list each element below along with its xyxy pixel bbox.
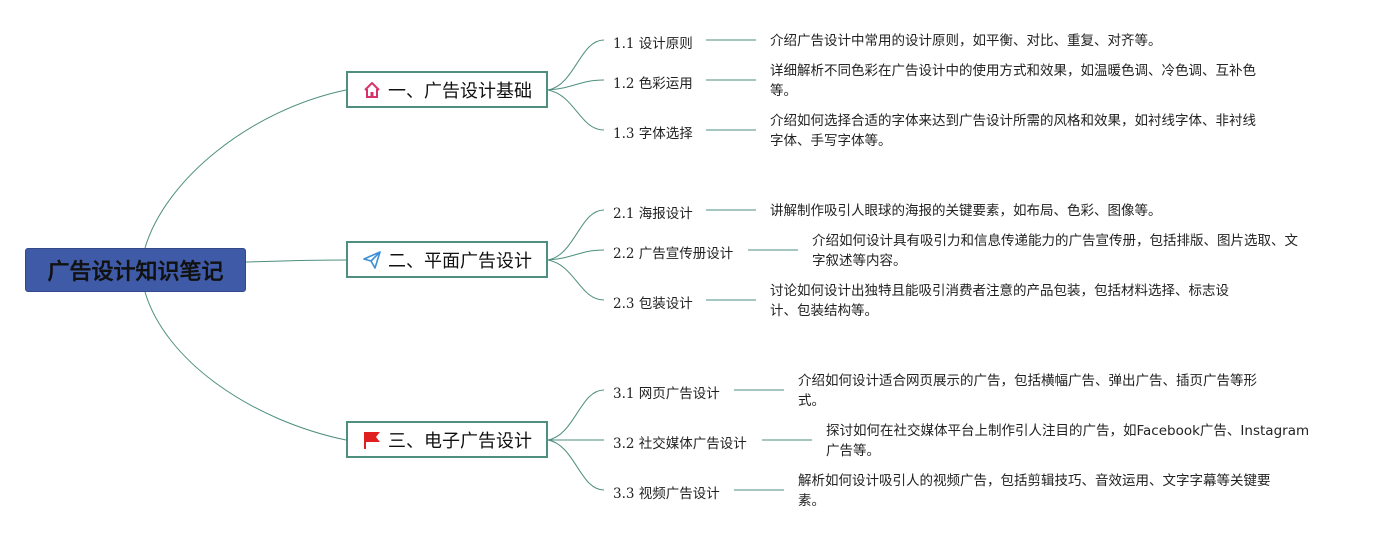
branch-label: 三、电子广告设计 bbox=[388, 430, 532, 452]
home-icon bbox=[364, 81, 380, 98]
subtopic-1-1[interactable]: 1.1 设计原则 bbox=[613, 36, 693, 52]
description-3-3: 解析如何设计吸引人的视频广告，包括剪辑技巧、音效运用、文字字幕等关键要素。 bbox=[798, 473, 1271, 509]
description-3-1: 介绍如何设计适合网页展示的广告，包括横幅广告、弹出广告、插页广告等形式。 bbox=[798, 373, 1257, 409]
branch-label: 一、广告设计基础 bbox=[388, 80, 532, 102]
subtopic-1-2[interactable]: 1.2 色彩运用 bbox=[613, 76, 693, 92]
description-2-2: 介绍如何设计具有吸引力和信息传递能力的广告宣传册，包括排版、图片选取、文字叙述等… bbox=[812, 233, 1298, 269]
link-root-branch-1 bbox=[144, 89, 347, 249]
link-root-branch-2 bbox=[245, 259, 347, 263]
description-2-1: 讲解制作吸引人眼球的海报的关键要素，如布局、色彩、图像等。 bbox=[770, 203, 1162, 219]
link-root-branch-3 bbox=[144, 291, 347, 441]
description-1-2: 详细解析不同色彩在广告设计中的使用方式和效果，如温暖色调、冷色调、互补色等。 bbox=[770, 63, 1256, 99]
description-3-2: 探讨如何在社交媒体平台上制作引人注目的广告，如Facebook广告、Instag… bbox=[826, 423, 1310, 459]
subtopic-3-1[interactable]: 3.1 网页广告设计 bbox=[613, 386, 720, 402]
description-2-3: 讨论如何设计出独特且能吸引消费者注意的产品包装，包括材料选择、标志设计、包装结构… bbox=[770, 283, 1229, 319]
subtopic-2-2[interactable]: 2.2 广告宣传册设计 bbox=[613, 246, 734, 262]
subtopic-2-1[interactable]: 2.1 海报设计 bbox=[613, 206, 693, 222]
branch-topic-3[interactable]: 三、电子广告设计 bbox=[346, 421, 548, 458]
subtopic-2-3[interactable]: 2.3 包装设计 bbox=[613, 296, 693, 312]
paper-plane-icon bbox=[363, 250, 381, 269]
branch-label: 二、平面广告设计 bbox=[388, 250, 532, 272]
root-topic[interactable]: 广告设计知识笔记 bbox=[25, 248, 246, 292]
root-title: 广告设计知识笔记 bbox=[47, 260, 224, 285]
flag-icon bbox=[364, 431, 380, 449]
subtopic-3-2[interactable]: 3.2 社交媒体广告设计 bbox=[613, 436, 747, 452]
branch-topic-2[interactable]: 二、平面广告设计 bbox=[346, 241, 548, 278]
subtopic-1-3[interactable]: 1.3 字体选择 bbox=[613, 126, 693, 142]
description-1-1: 介绍广告设计中常用的设计原则，如平衡、对比、重复、对齐等。 bbox=[770, 33, 1162, 49]
branch-topic-1[interactable]: 一、广告设计基础 bbox=[346, 71, 548, 108]
description-1-3: 介绍如何选择合适的字体来达到广告设计所需的风格和效果，如衬线字体、非衬线字体、手… bbox=[770, 113, 1256, 149]
subtopic-3-3[interactable]: 3.3 视频广告设计 bbox=[613, 486, 720, 502]
